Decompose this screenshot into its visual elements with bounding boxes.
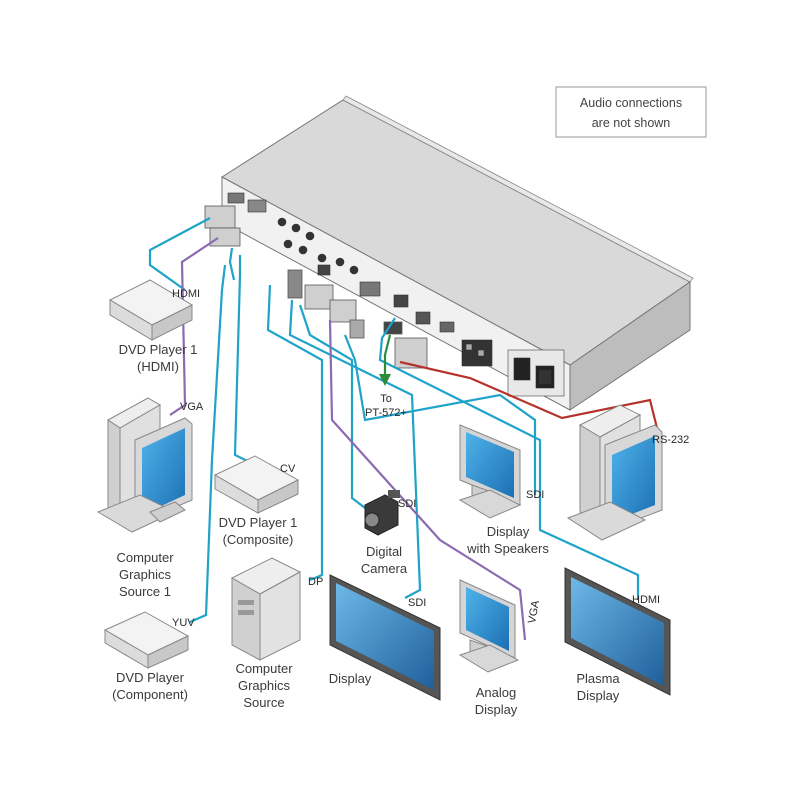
cable-sdi-display: [288, 299, 422, 599]
sdi-display-label: SDI: [408, 597, 426, 609]
rear-panel-ports: [227, 192, 565, 397]
vga-in-label: VGA: [180, 401, 204, 413]
dvd-composite-label-2: (Composite): [223, 532, 294, 547]
computer1-label-2: Graphics: [119, 567, 172, 582]
dvd-composite-label-1: DVD Player 1: [219, 515, 298, 530]
camera-label-2: Camera: [361, 561, 408, 576]
display-speakers-label-2: with Speakers: [466, 541, 549, 556]
cable-hdmi-dvd: [148, 217, 211, 291]
cable-sdi-camera: [298, 304, 366, 509]
cv-in-label: CV: [280, 463, 296, 475]
display-label: Display: [329, 671, 372, 686]
rs232-label: RS-232: [652, 434, 689, 446]
cable-vga-out: [328, 319, 527, 641]
computer-dp-label-2: Graphics: [238, 678, 291, 693]
dvd-player-hdmi: [108, 279, 194, 341]
dvd-hdmi-label-1: DVD Player 1: [119, 342, 198, 357]
to-pt572-label-2: PT-572+: [365, 407, 407, 419]
arrow-to-pt572: [379, 374, 391, 386]
cable-sdi-speakers: [343, 334, 537, 495]
analog-display-label-1: Analog: [476, 685, 516, 700]
camera-label-1: Digital: [366, 544, 402, 559]
display-with-speakers: [458, 424, 522, 519]
dvd-hdmi-label-2: (HDMI): [137, 359, 179, 374]
to-pt572-label-1: To: [380, 393, 392, 405]
cable-displayport: [266, 284, 324, 582]
sdi-camera-label: SDI: [398, 498, 416, 510]
computer1-label-1: Computer: [116, 550, 174, 565]
display-flat: [329, 574, 441, 701]
cable-connectors: [204, 205, 428, 369]
dvd-component-label-1: DVD Player: [116, 670, 185, 685]
computer-1: [96, 397, 193, 533]
sdi-speakers-label: SDI: [526, 489, 544, 501]
display-speakers-label-1: Display: [487, 524, 530, 539]
dvd-player-component: [103, 611, 190, 669]
note-box: Audio connections are not shown: [555, 86, 707, 138]
analog-display: [458, 579, 520, 673]
computer-dp: [230, 557, 302, 661]
vga-cables: [169, 237, 527, 641]
cable-composite: [233, 255, 263, 469]
cable-hdmi-dvd-in: [228, 247, 236, 281]
cable-vga-in: [169, 237, 219, 416]
cable-component: [189, 264, 227, 624]
computer-dp-label-1: Computer: [235, 661, 293, 676]
cable-hdmi-plasma: [378, 317, 640, 600]
computer-dp-label-3: Source: [243, 695, 284, 710]
digital-camera: [364, 490, 400, 536]
note-line2: are not shown: [592, 116, 671, 130]
plasma-label-2: Display: [577, 688, 620, 703]
scaler-unit: [204, 95, 694, 411]
cable-to-pt572: [383, 334, 392, 378]
hdmi-out-label: HDMI: [632, 594, 660, 606]
plasma-label-1: Plasma: [576, 671, 620, 686]
note-line1: Audio connections: [580, 96, 682, 110]
vga-out-label: VGA: [526, 599, 542, 625]
dvd-component-label-2: (Component): [112, 687, 188, 702]
dvd-player-composite: [213, 455, 300, 514]
plasma-display: [564, 567, 671, 696]
analog-display-label-2: Display: [475, 702, 518, 717]
computer1-label-3: Source 1: [119, 584, 171, 599]
yuv-in-label: YUV: [172, 617, 195, 629]
rs232-computer: [566, 404, 663, 541]
hdmi-in-label: HDMI: [172, 288, 200, 300]
dp-in-label: DP: [308, 576, 323, 588]
